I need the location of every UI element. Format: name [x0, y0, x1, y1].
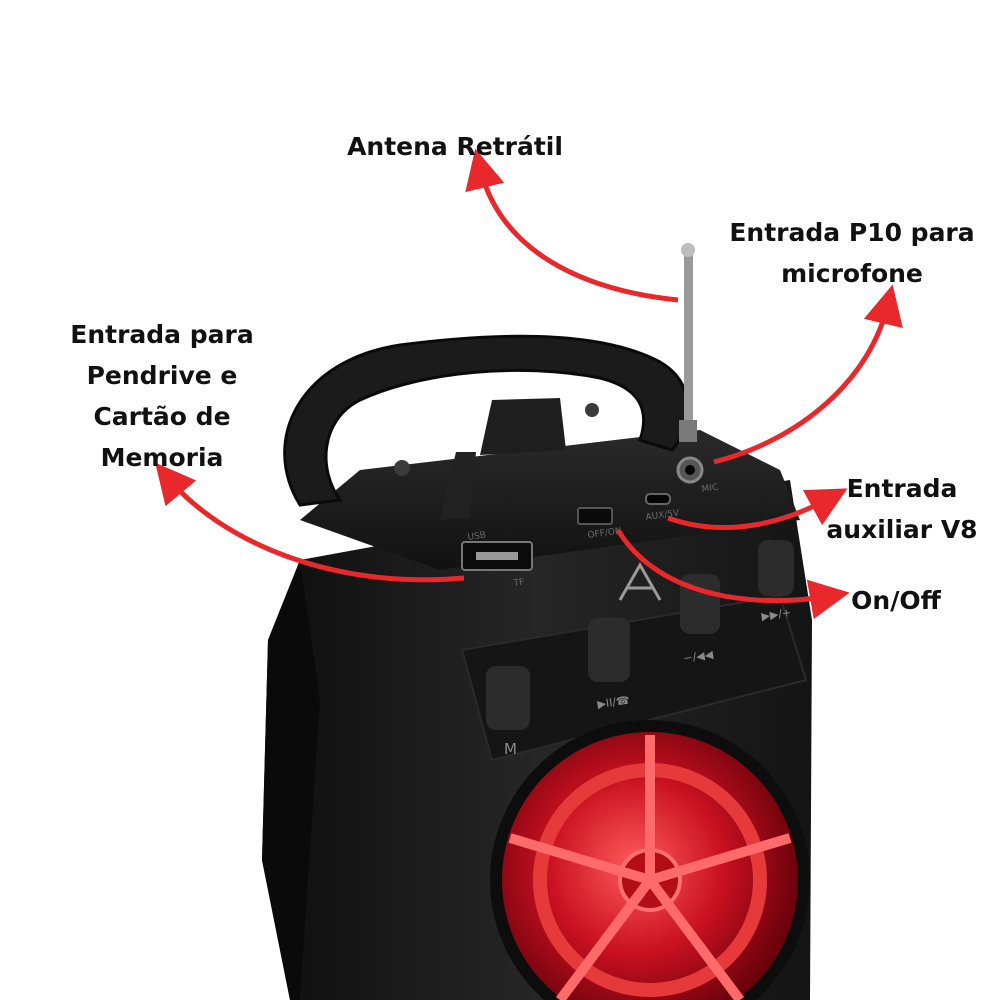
handle — [283, 334, 690, 507]
arrow-pendrive — [155, 462, 465, 583]
callout-onoff: On/Off — [836, 580, 956, 621]
callout-line: Cartão de — [93, 402, 231, 431]
usb-slot-tongue — [476, 552, 518, 560]
callout-arrows — [155, 148, 903, 620]
callout-antena: Antena Retrátil — [330, 126, 580, 167]
arrow-onoff — [615, 528, 850, 620]
callout-pendrive: Entrada para Pendrive e Cartão de Memori… — [62, 314, 262, 478]
control-panel — [460, 594, 808, 762]
callout-line: Entrada P10 para — [729, 218, 975, 247]
antenna-tip — [681, 243, 695, 257]
screw — [585, 403, 599, 417]
antenna — [684, 252, 693, 442]
arrow-antena — [465, 148, 679, 303]
mode-button — [486, 666, 530, 730]
tf-label: TF — [512, 578, 525, 590]
play-button-label: ▶II/☎ — [597, 694, 631, 711]
speaker-top-panel — [300, 430, 800, 570]
switch-label: OFF/ON — [587, 526, 622, 541]
callout-line: On/Off — [851, 586, 941, 615]
callout-line: auxiliar V8 — [826, 515, 978, 544]
usb-label: USB — [467, 530, 487, 542]
callout-line: Entrada — [846, 474, 958, 503]
next-button — [758, 540, 794, 596]
mic-jack-hole — [685, 465, 695, 475]
speaker-logo-icon — [618, 561, 662, 601]
callout-line: Pendrive e — [86, 361, 238, 390]
callout-line: Memoria — [100, 443, 224, 472]
power-switch — [577, 507, 613, 525]
speaker-grille — [490, 720, 810, 1000]
callout-line: Antena Retrátil — [347, 132, 563, 161]
mode-button-label: M — [504, 740, 517, 758]
arrow-aux — [667, 488, 848, 531]
callout-line: Entrada para — [70, 320, 254, 349]
mic-label: MIC — [701, 483, 719, 495]
arrow-mic — [713, 284, 903, 465]
play-button — [588, 618, 630, 682]
screw — [394, 460, 410, 476]
speaker: MIC AUX/5V OFF/ON USB TF M ▶II/☎ −/◀◀ ▶▶… — [262, 243, 812, 1000]
callout-mic: Entrada P10 para microfone — [722, 212, 982, 294]
antenna-base — [679, 420, 697, 442]
next-button-label: ▶▶/+ — [761, 606, 792, 623]
callout-aux: Entrada auxiliar V8 — [814, 468, 990, 550]
prev-button-label: −/◀◀ — [683, 648, 715, 665]
handle-grip — [440, 452, 476, 520]
callout-line: microfone — [781, 259, 923, 288]
speaker-side-panel — [262, 560, 320, 1000]
aux-port — [645, 493, 671, 505]
handle-mount — [480, 398, 566, 455]
